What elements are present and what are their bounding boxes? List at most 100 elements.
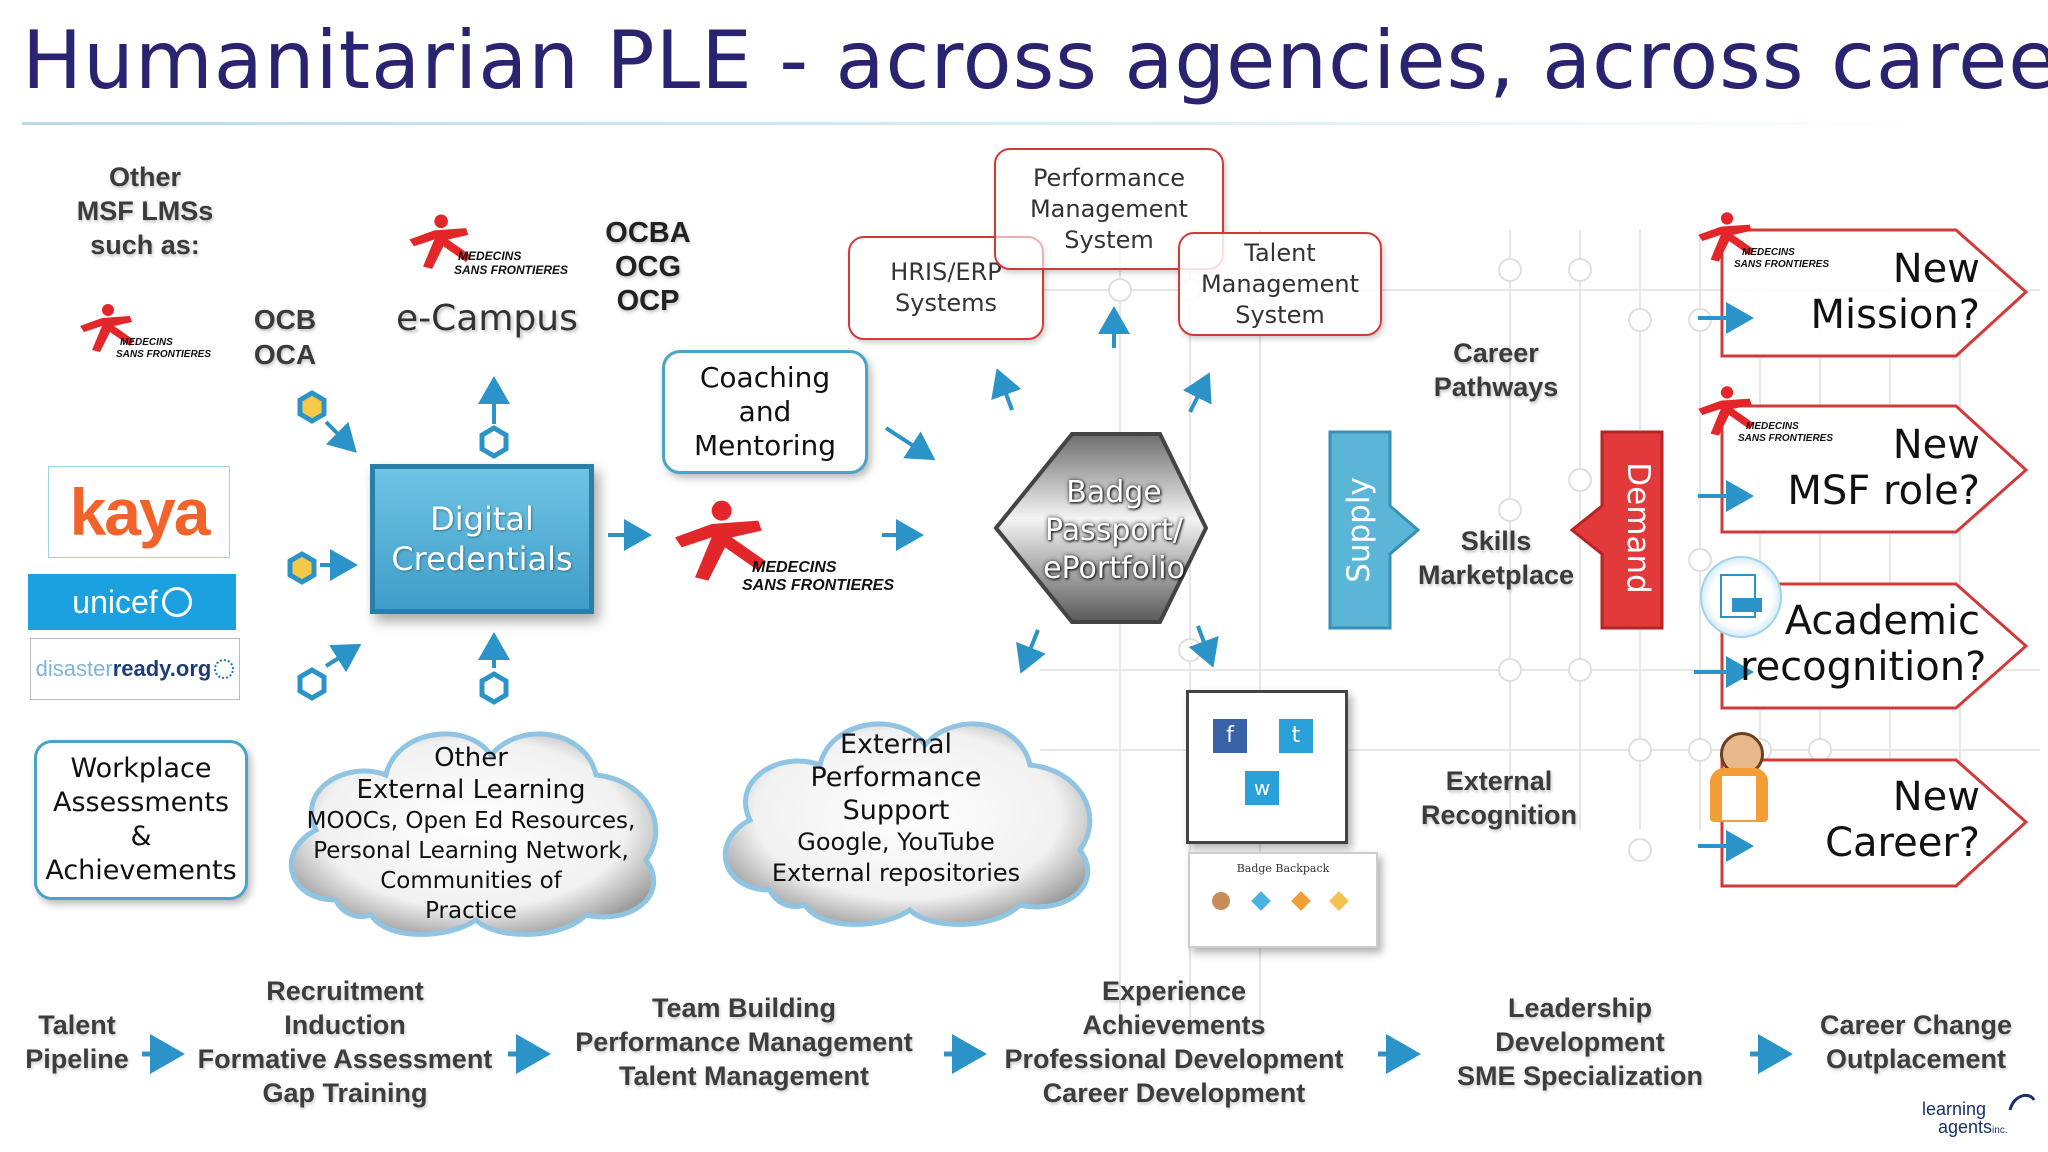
new-career-line1: New xyxy=(1892,774,1980,820)
hris-line1: HRIS/ERP xyxy=(890,258,1002,286)
new-mission-line2: Mission? xyxy=(1810,292,1980,338)
experience-line4: Career Development xyxy=(1042,1078,1306,1108)
other-msf-lms-label: Other MSF LMSs such as: xyxy=(40,160,250,262)
other-external-learning-cloud xyxy=(288,731,659,937)
digital-credentials-line1: Digital xyxy=(430,500,534,538)
msf-text-2: SANS FRONTIERES xyxy=(742,577,895,594)
talent-line2: Management xyxy=(1200,269,1360,298)
msf-figure-icon xyxy=(80,304,134,352)
credential-inputs-graphic xyxy=(287,376,510,705)
workplace-line2: Assessments xyxy=(52,787,230,818)
ocba-ocg-ocp-label: OCBA OCG OCP xyxy=(598,216,698,318)
career-pathways-line2: Pathways xyxy=(1433,372,1559,402)
recruitment-line3: Formative Assessment xyxy=(197,1044,493,1074)
leadership-line2: Development xyxy=(1495,1027,1665,1057)
skills-marketplace-label: Skills Marketplace xyxy=(1406,524,1586,592)
skills-line2: Marketplace xyxy=(1417,560,1575,590)
leadership-line1: Leadership xyxy=(1507,993,1653,1023)
perf-line3: System xyxy=(1064,225,1154,254)
perf-line2: Management xyxy=(1029,194,1189,223)
badge-line1: Badge xyxy=(1066,475,1162,510)
career-change-line2: Outplacement xyxy=(1825,1044,2007,1074)
other-ext-heading1: Other xyxy=(434,743,508,773)
msf-figure-icon xyxy=(675,500,765,581)
avatar-icon xyxy=(1212,892,1230,910)
badge-line3: ePortfolio xyxy=(1043,551,1185,586)
swoosh-icon xyxy=(2008,1093,2036,1111)
career-change-line1: Career Change xyxy=(1819,1010,2013,1040)
pipeline-experience: Experience Achievements Professional Dev… xyxy=(1000,974,1348,1110)
new-role-line1: New xyxy=(1892,422,1980,468)
inc-text: inc. xyxy=(1992,1125,2008,1136)
ext-recognition-line2: Recognition xyxy=(1421,800,1577,830)
hex-badge-icon xyxy=(479,671,509,705)
academic-line1: Academic xyxy=(1784,598,1980,644)
pipeline-team: Team Building Performance Management Tal… xyxy=(566,991,922,1093)
msf-logo-new-role: MEDECINS SANS FRONTIERES xyxy=(1690,382,1850,452)
hris-line2: Systems xyxy=(895,289,997,317)
hex-badge-icon xyxy=(297,390,327,424)
ecampus-label: e-Campus xyxy=(396,298,578,339)
badge-backpack-panel: Badge Backpack xyxy=(1188,852,1378,948)
skills-line1: Skills xyxy=(1460,526,1532,556)
demand-label: Demand xyxy=(1620,462,1656,594)
coaching-line3: Mentoring xyxy=(693,429,837,462)
digital-credentials-box: Digital Credentials xyxy=(370,464,594,614)
ext-perf-body2: External repositories xyxy=(771,859,1021,887)
career-pathways-line1: Career xyxy=(1453,338,1539,368)
ext-recognition-line1: External xyxy=(1445,766,1553,796)
other-ext-body3: Communities of xyxy=(380,868,562,894)
pipeline-career-change: Career Change Outplacement xyxy=(1806,1008,2026,1076)
certificate-icon xyxy=(1700,556,1782,638)
career-pathways-label: Career Pathways xyxy=(1406,336,1586,404)
badge-icon xyxy=(1251,891,1271,911)
facebook-icon: f xyxy=(1213,719,1247,753)
new-role-line2: MSF role? xyxy=(1787,468,1980,514)
worker-avatar-icon xyxy=(1704,732,1774,824)
msf-figure-icon xyxy=(1698,212,1754,262)
w-icon: w xyxy=(1245,771,1279,805)
experience-line2: Achievements xyxy=(1082,1010,1266,1040)
new-mission-line1: New xyxy=(1892,246,1980,292)
hex-badge-icon xyxy=(297,667,327,701)
twitter-letter: t xyxy=(1291,723,1301,748)
oca-label: OCA xyxy=(253,339,317,370)
talent-line1: Talent xyxy=(1244,238,1316,267)
other-ext-heading2: External Learning xyxy=(356,775,586,805)
msf-text-1: MEDECINS xyxy=(1746,421,1799,432)
msf-text-2: SANS FRONTIERES xyxy=(454,263,569,277)
unicef-logo: unicef xyxy=(28,574,236,630)
destination-boxes xyxy=(1694,228,2029,888)
other-lms-line3: such as: xyxy=(90,230,200,260)
msf-text-1: MEDECINS xyxy=(458,249,522,263)
pipeline-leadership: Leadership Development SME Specializatio… xyxy=(1446,991,1714,1093)
new-mission-label: New Mission? xyxy=(1770,246,1980,338)
ext-perf-heading2: Performance xyxy=(810,762,982,793)
other-external-learning-text: Other External Learning MOOCs, Open Ed R… xyxy=(290,742,652,926)
coaching-line1: Coaching xyxy=(699,361,831,394)
other-ext-body4: Practice xyxy=(425,898,517,924)
hex-badge-icon xyxy=(287,551,317,585)
supply-label: Supply xyxy=(1341,477,1377,583)
team-line1: Team Building xyxy=(651,993,836,1023)
ext-perf-body1: Google, YouTube xyxy=(797,828,995,856)
msf-logo-center: MEDECINS SANS FRONTIERES xyxy=(660,494,900,604)
team-line2: Performance Management xyxy=(575,1027,913,1057)
kaya-text: kaya xyxy=(69,475,211,549)
talent-pipeline-line2: Pipeline xyxy=(25,1044,129,1074)
perf-line1: Performance xyxy=(1032,163,1186,192)
workplace-assessments-box: Workplace Assessments & Achievements xyxy=(34,740,248,900)
digital-credentials-line2: Credentials xyxy=(391,540,573,578)
workplace-line4: Achievements xyxy=(45,855,237,886)
hex-badge-icon xyxy=(479,425,509,459)
coaching-mentoring-box: Coaching and Mentoring xyxy=(662,350,868,474)
msf-logo-new-mission: MEDECINS SANS FRONTIERES xyxy=(1690,208,1850,278)
disaster-text: disaster xyxy=(35,656,113,681)
demand-arrow xyxy=(1569,430,1664,630)
msf-text-1: MEDECINS xyxy=(120,337,173,348)
other-lms-line1: Other xyxy=(108,162,181,192)
external-recognition-label: External Recognition xyxy=(1406,764,1592,832)
